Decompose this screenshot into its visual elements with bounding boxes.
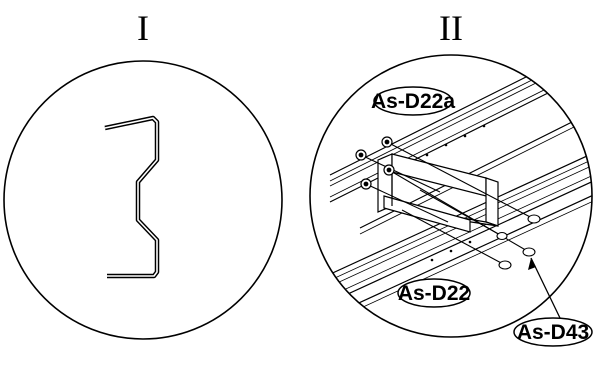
callout-as-d22a: As-D22a xyxy=(371,86,455,116)
callout-label-as-d22: As-D22 xyxy=(398,282,470,305)
leader-arrowhead xyxy=(528,258,536,270)
detail-circle-i xyxy=(3,60,283,340)
callout-as-d22: As-D22 xyxy=(397,278,471,308)
panel-label-ii: II xyxy=(439,8,463,48)
callout-label-as-d43: As-D43 xyxy=(517,321,589,344)
detail-circle-ii: As-D22a As-D22 xyxy=(309,54,593,338)
profile-section xyxy=(104,115,160,279)
nuts xyxy=(355,136,395,190)
panel-label-i: I xyxy=(137,8,149,48)
bolts xyxy=(360,141,541,270)
leader-line xyxy=(530,257,561,319)
joining-bracket xyxy=(377,153,499,233)
callout-label-as-d22a: As-D22a xyxy=(371,90,455,113)
detail-circle-outline xyxy=(309,54,593,338)
detail-circle-outline xyxy=(3,60,283,340)
rivet-marks xyxy=(425,124,486,262)
callout-as-d43: As-D43 xyxy=(513,257,593,347)
